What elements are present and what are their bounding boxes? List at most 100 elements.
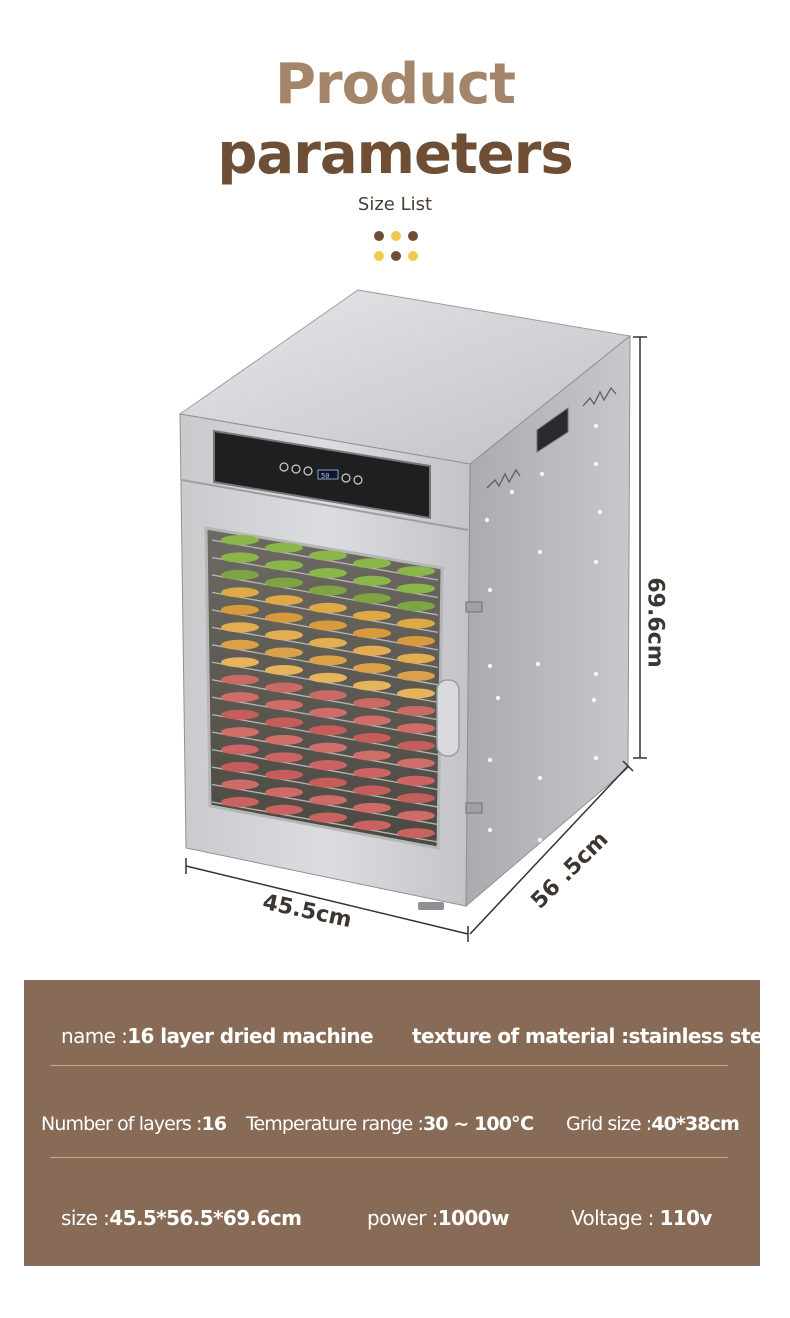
fruit-slice (221, 727, 259, 738)
fruit-slice (353, 645, 391, 656)
fruit-slice (353, 732, 391, 743)
param-temperature-value: 30 ~ 100℃ (422, 1113, 534, 1135)
fruit-slice (309, 655, 347, 666)
fruit-slice (397, 775, 435, 786)
dot-icon (374, 251, 384, 261)
fruit-slice (265, 542, 303, 553)
fruit-slice (353, 558, 391, 569)
fruit-slice (309, 742, 347, 753)
fruit-slice (265, 560, 303, 571)
fruit-slice (221, 552, 259, 563)
fruit-slice (221, 639, 259, 650)
param-voltage: Voltage : 110v (571, 1206, 712, 1230)
param-material-label: texture of material : (412, 1024, 629, 1048)
fruit-slice (397, 566, 435, 577)
fruit-slice (353, 593, 391, 604)
param-layers: Number of layers :16 (41, 1113, 227, 1135)
fruit-slice (397, 793, 435, 804)
param-material-value: stainless steel (628, 1024, 783, 1048)
param-power-value: 1000w (437, 1206, 510, 1230)
param-grid-label: Grid size : (566, 1113, 652, 1135)
fruit-slice (397, 705, 435, 716)
param-temperature: Temperature range :30 ~ 100℃ (246, 1113, 534, 1135)
fruit-slice (353, 750, 391, 761)
fruit-slice (265, 787, 303, 798)
param-temperature-label: Temperature range : (246, 1113, 424, 1135)
fruit-slice (353, 698, 391, 709)
fruit-slice (309, 620, 347, 631)
fruit-slice (221, 587, 259, 598)
fruit-slice (309, 795, 347, 806)
param-size-label: size : (61, 1206, 110, 1230)
fruit-slice (265, 577, 303, 588)
fruit-slice (397, 670, 435, 681)
fruit-slice (397, 688, 435, 699)
param-power-label: power : (367, 1206, 438, 1230)
fruit-slice (397, 810, 435, 821)
fruit-slice (265, 717, 303, 728)
subtitle: Size List (357, 194, 433, 215)
divider (50, 1065, 728, 1066)
param-voltage-label: Voltage : (571, 1206, 654, 1230)
fruit-slice (353, 663, 391, 674)
side-handle (536, 407, 569, 453)
title-line-2: parameters (217, 122, 573, 187)
fruit-slice (221, 569, 259, 580)
fruit-slice (309, 707, 347, 718)
fruit-slice (309, 672, 347, 683)
fruit-slice (221, 709, 259, 720)
control-buttons: 50 (279, 462, 363, 485)
fruit-slice (397, 828, 435, 839)
fruit-slice (353, 575, 391, 586)
fruit-slice (397, 653, 435, 664)
fruit-slice (221, 622, 259, 633)
divider (50, 1157, 728, 1158)
dot-icon (391, 251, 401, 261)
fruit-slice (309, 812, 347, 823)
fruit-slice (309, 585, 347, 596)
door-window (204, 526, 444, 850)
fruit-slice (221, 779, 259, 790)
fruit-slice (265, 804, 303, 815)
fruit-slice (265, 769, 303, 780)
param-layers-label: Number of layers : (41, 1113, 202, 1135)
fruit-slice (309, 637, 347, 648)
fruit-slice (309, 550, 347, 561)
param-grid-value: 40*38cm (651, 1113, 739, 1135)
fruit-slice (353, 715, 391, 726)
param-size: size :45.5*56.5*69.6cm (61, 1206, 302, 1230)
fruit-slice (397, 758, 435, 769)
fruit-slice (265, 647, 303, 658)
fruit-slice (353, 610, 391, 621)
fruit-slice (221, 674, 259, 685)
fruit-slice (309, 567, 347, 578)
fruit-slice (353, 820, 391, 831)
fruit-slice (265, 612, 303, 623)
fruit-slice (265, 630, 303, 641)
fruit-slice (353, 767, 391, 778)
parameters-panel: name :16 layer dried machine texture of … (24, 980, 783, 1266)
fruit-slice (221, 604, 259, 615)
fruit-slice (309, 725, 347, 736)
param-name-label: name : (61, 1024, 128, 1048)
product-image: 50 (178, 289, 647, 942)
dot-icon (391, 231, 401, 241)
fruit-slice (309, 602, 347, 613)
fruit-slice (397, 601, 435, 612)
fruit-slice (353, 680, 391, 691)
fruit-slice (397, 723, 435, 734)
fruit-slice (221, 692, 259, 703)
param-voltage-value: 110v (659, 1206, 712, 1230)
fruit-slice (397, 618, 435, 629)
fruit-slice (397, 583, 435, 594)
fruit-slice (353, 628, 391, 639)
trays (211, 534, 439, 843)
display-reading: 50 (321, 472, 329, 480)
fruit-slice (221, 534, 259, 545)
fruit-slice (265, 682, 303, 693)
fruit-slice (353, 802, 391, 813)
param-name: name :16 layer dried machine (61, 1024, 374, 1048)
fruit-slice (309, 690, 347, 701)
fruit-slice (309, 760, 347, 771)
door-handle (436, 679, 460, 757)
